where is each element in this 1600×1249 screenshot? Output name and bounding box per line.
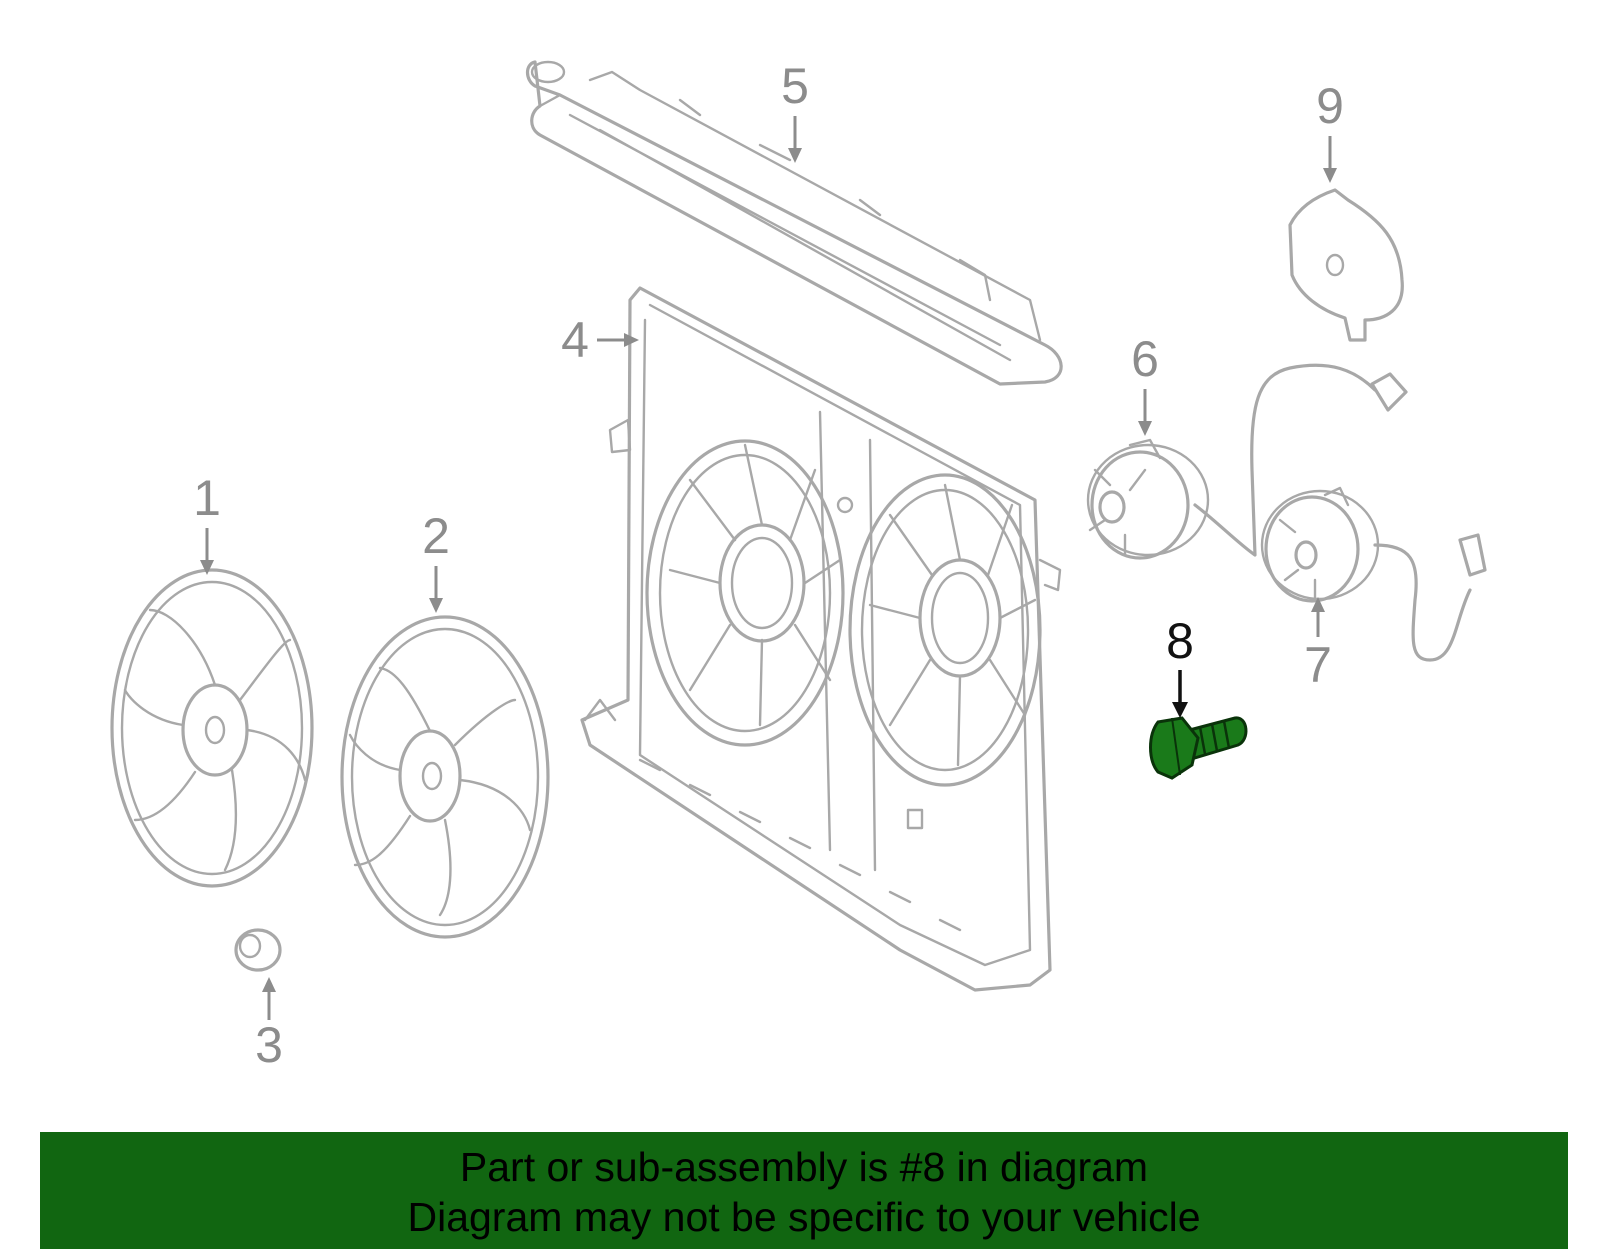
svg-text:6: 6 [1131,331,1159,387]
part-8-bolt[interactable] [1149,716,1248,780]
callout-8: 8 [1166,613,1194,718]
callout-7: 7 [1304,597,1332,693]
svg-text:7: 7 [1304,637,1332,693]
info-banner: Part or sub-assembly is #8 in diagram Di… [40,1132,1568,1249]
part-1-fan[interactable] [110,568,314,888]
svg-text:4: 4 [561,312,589,368]
callout-4: 4 [561,312,639,368]
banner-line-disclaimer: Diagram may not be specific to your vehi… [407,1194,1201,1240]
callout-1: 1 [193,470,221,575]
callout-2: 2 [422,508,450,613]
banner-line-part: Part or sub-assembly is #8 in diagram [459,1144,1149,1190]
callout-3: 3 [255,977,283,1073]
callout-9: 9 [1316,78,1344,183]
svg-text:3: 3 [255,1017,283,1073]
svg-text:2: 2 [422,508,450,564]
callout-5: 5 [781,58,809,163]
svg-text:1: 1 [193,470,221,526]
part-5-upper-bracket[interactable] [525,60,1063,386]
part-9-cover[interactable] [1288,188,1404,342]
part-3-nut[interactable] [234,928,282,972]
part-6-fan-motor[interactable] [1086,363,1408,560]
part-2-fan[interactable] [340,615,550,939]
part-4-fan-shroud[interactable] [580,286,1062,992]
svg-text:8: 8 [1166,613,1194,669]
part-7-fan-motor[interactable] [1260,486,1487,662]
callout-6: 6 [1131,331,1159,436]
svg-text:9: 9 [1316,78,1344,134]
svg-text:5: 5 [781,58,809,114]
